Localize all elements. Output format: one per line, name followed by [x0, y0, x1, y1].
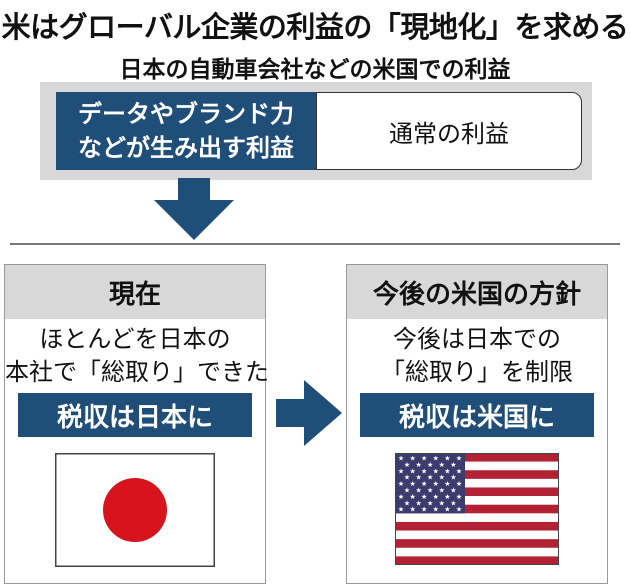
flag-star: ★ — [427, 499, 433, 507]
flag-star: ★ — [427, 487, 433, 495]
flag-star: ★ — [421, 455, 427, 463]
flag-stripe — [395, 547, 559, 557]
flag-stripe — [395, 453, 559, 462]
flag-star: ★ — [439, 499, 445, 507]
flag-star: ★ — [421, 467, 427, 475]
flag-star: ★ — [456, 455, 462, 463]
flag-star: ★ — [433, 455, 439, 463]
flag-star: ★ — [456, 467, 462, 475]
us-policy-panel: 今後の米国の方針 今後は日本での 「総取り」を制限 税収は米国に ★★★★★★★… — [346, 264, 608, 584]
flag-star: ★ — [421, 493, 427, 501]
us-policy-text-line2: 「総取り」を制限 — [381, 358, 573, 386]
flag-star: ★ — [427, 474, 433, 482]
flag-star: ★ — [456, 480, 462, 488]
flag-stripe — [395, 513, 559, 523]
current-tax-badge: 税収は日本に — [18, 393, 252, 437]
flag-star: ★ — [450, 474, 456, 482]
current-description: ほとんどを日本の 本社で「総取り」できた — [5, 323, 269, 389]
current-panel: 現在 ほとんどを日本の 本社で「総取り」できた 税収は日本に — [4, 264, 269, 584]
current-heading: 現在 — [5, 265, 265, 319]
flag-stripe — [395, 470, 559, 480]
flag-star: ★ — [409, 506, 415, 514]
flag-star: ★ — [404, 499, 410, 507]
current-text-line2: 本社で「総取り」できた — [5, 358, 269, 386]
flag-star: ★ — [415, 487, 421, 495]
flag-stripe — [395, 530, 559, 540]
flag-star: ★ — [450, 499, 456, 507]
flag-star: ★ — [444, 455, 450, 463]
us-policy-text-line1: 今後は日本での — [393, 325, 561, 353]
flag-star: ★ — [404, 474, 410, 482]
flag-star: ★ — [456, 493, 462, 501]
flag-star: ★ — [421, 506, 427, 514]
diagram-title: 米はグローバル企業の利益の「現地化」を求める — [1, 10, 629, 44]
us-flag-icon: ★★★★★★★★★★★★★★★★★★★★★★★★★★★★★★★★★★★★★★★★… — [395, 453, 559, 565]
japan-flag-icon — [55, 453, 215, 567]
flag-star: ★ — [433, 480, 439, 488]
flag-star: ★ — [450, 461, 456, 469]
section-divider — [10, 243, 620, 245]
us-policy-description: 今後は日本での 「総取り」を制限 — [347, 323, 607, 389]
flag-star: ★ — [415, 461, 421, 469]
flag-star: ★ — [456, 506, 462, 514]
flag-stripe — [395, 521, 559, 531]
down-arrow-icon — [154, 178, 234, 240]
flag-star: ★ — [398, 506, 404, 514]
flag-star: ★ — [415, 499, 421, 507]
right-arrow-icon — [276, 380, 342, 446]
flag-star: ★ — [439, 461, 445, 469]
flag-star: ★ — [409, 467, 415, 475]
flag-stripe — [395, 556, 559, 565]
flag-star: ★ — [439, 487, 445, 495]
flag-star: ★ — [398, 467, 404, 475]
flag-star: ★ — [404, 487, 410, 495]
flag-border — [395, 453, 559, 565]
ordinary-profit-label: 通常の利益 — [389, 119, 509, 148]
flag-star: ★ — [398, 493, 404, 501]
flag-star: ★ — [444, 480, 450, 488]
flag-star: ★ — [398, 480, 404, 488]
us-policy-tax-badge: 税収は米国に — [360, 393, 594, 437]
data-brand-profit-line1: データやブランド力 — [78, 100, 294, 128]
flag-star: ★ — [439, 474, 445, 482]
ordinary-profit-box: 通常の利益 — [316, 92, 582, 170]
flag-star: ★ — [433, 493, 439, 501]
flag-star: ★ — [404, 461, 410, 469]
flag-canton — [395, 453, 465, 514]
flag-star: ★ — [398, 455, 404, 463]
flag-stripe — [395, 478, 559, 488]
flag-star: ★ — [415, 474, 421, 482]
flag-stripe — [395, 539, 559, 548]
flag-star: ★ — [427, 461, 433, 469]
us-policy-heading: 今後の米国の方針 — [347, 265, 607, 319]
flag-star: ★ — [450, 487, 456, 495]
flag-star: ★ — [409, 480, 415, 488]
data-brand-profit-line2: などが生み出す利益 — [78, 134, 294, 162]
diagram-subtitle: 日本の自動車会社などの米国での利益 — [119, 57, 511, 83]
flag-star: ★ — [444, 506, 450, 514]
flag-star: ★ — [421, 480, 427, 488]
flag-stripe — [395, 461, 559, 471]
flag-star: ★ — [433, 506, 439, 514]
flag-star: ★ — [433, 467, 439, 475]
data-brand-profit-box: データやブランド力 などが生み出す利益 — [56, 92, 316, 170]
flag-star: ★ — [444, 467, 450, 475]
flag-stripe — [395, 504, 559, 514]
flag-stripe — [395, 487, 559, 497]
flag-star: ★ — [409, 493, 415, 501]
flag-star: ★ — [444, 493, 450, 501]
flag-star: ★ — [409, 455, 415, 463]
current-text-line1: ほとんどを日本の — [39, 325, 231, 353]
flag-stripe — [395, 496, 559, 505]
